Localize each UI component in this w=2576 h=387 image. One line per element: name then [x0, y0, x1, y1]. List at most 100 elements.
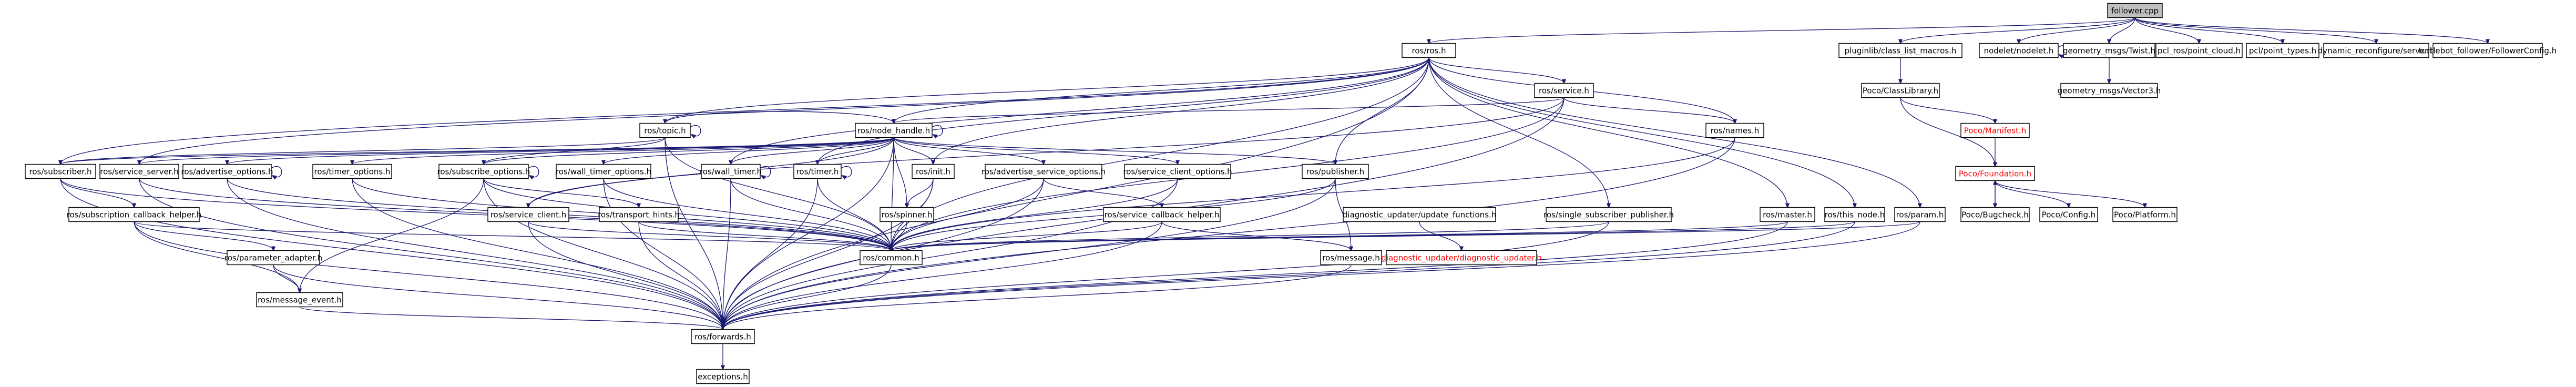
node-platform[interactable]: Poco/Platform.h [2112, 207, 2178, 222]
node-serviceclient[interactable]: ros/service_client.h [487, 207, 569, 222]
node-box[interactable] [1534, 83, 1594, 98]
node-diagupd[interactable]: diagnostic_updater/diagnostic_updater.h [1381, 250, 1542, 266]
node-box[interactable] [182, 164, 272, 179]
node-thisnode[interactable]: ros/this_node.h [1824, 207, 1885, 222]
node-manifest[interactable]: Poco/Manifest.h [1960, 123, 2030, 138]
node-box[interactable] [696, 369, 750, 384]
node-geotwist[interactable]: geometry_msgs/Twist.h [2063, 43, 2155, 58]
node-box[interactable] [312, 164, 392, 179]
node-box[interactable] [2155, 43, 2243, 58]
node-box[interactable] [985, 164, 1102, 179]
node-box[interactable] [1402, 43, 1456, 58]
node-master[interactable]: ros/master.h [1760, 207, 1815, 222]
node-subscriber[interactable]: ros/subscriber.h [25, 164, 96, 179]
node-service[interactable]: ros/service.h [1534, 83, 1594, 98]
node-box[interactable] [68, 207, 200, 222]
node-box[interactable] [1838, 43, 1962, 58]
node-pclros[interactable]: pcl_ros/point_cloud.h [2155, 43, 2243, 58]
node-exceptions[interactable]: exceptions.h [696, 369, 750, 384]
node-serviceserver[interactable]: ros/service_server.h [99, 164, 179, 179]
node-common[interactable]: ros/common.h [860, 250, 923, 266]
node-box[interactable] [256, 292, 343, 308]
node-forwards[interactable]: ros/forwards.h [691, 329, 755, 344]
node-advopts[interactable]: ros/advertise_options.h [181, 164, 273, 179]
node-box[interactable] [1103, 207, 1221, 222]
node-box[interactable] [2039, 207, 2098, 222]
node-nodelet[interactable]: nodelet/nodelet.h [1979, 43, 2059, 58]
node-message[interactable]: ros/message.h [1320, 250, 1382, 266]
node-walltimeropts[interactable]: ros/wall_timer_options.h [556, 164, 651, 179]
node-box[interactable] [1124, 164, 1231, 179]
node-box[interactable] [2060, 83, 2158, 98]
node-msgevent[interactable]: ros/message_event.h [256, 292, 343, 308]
node-box[interactable] [880, 207, 934, 222]
node-spinner[interactable]: ros/spinner.h [880, 207, 934, 222]
node-classlib[interactable]: Poco/ClassLibrary.h [1861, 83, 1940, 98]
node-box[interactable] [1386, 250, 1537, 266]
node-bugcheck[interactable]: Poco/Bugcheck.h [1960, 207, 2030, 222]
node-foundation[interactable]: Poco/Foundation.h [1955, 166, 2035, 181]
node-follower[interactable]: follower.cpp [2107, 3, 2163, 18]
node-vector3[interactable]: geometry_msgs/Vector3.h [2058, 83, 2161, 98]
node-timeropts[interactable]: ros/timer_options.h [312, 164, 392, 179]
node-box[interactable] [487, 207, 569, 222]
node-topic[interactable]: ros/topic.h [639, 123, 691, 138]
node-param[interactable]: ros/param.h [1894, 207, 1946, 222]
node-box[interactable] [2112, 207, 2178, 222]
node-box[interactable] [1343, 207, 1496, 222]
node-box[interactable] [855, 123, 933, 138]
node-box[interactable] [701, 164, 761, 179]
node-box[interactable] [793, 164, 842, 179]
node-ros[interactable]: ros/ros.h [1402, 43, 1456, 58]
node-box[interactable] [2246, 43, 2319, 58]
node-box[interactable] [556, 164, 651, 179]
node-box[interactable] [99, 164, 179, 179]
node-pococonfig[interactable]: Poco/Config.h [2039, 207, 2098, 222]
node-box[interactable] [1824, 207, 1885, 222]
node-box[interactable] [1960, 207, 2030, 222]
node-box[interactable] [1861, 83, 1940, 98]
node-dynreconf[interactable]: dynamic_reconfigure/server.h [2318, 43, 2435, 58]
node-box[interactable] [912, 164, 955, 179]
node-box[interactable] [1955, 166, 2035, 181]
node-subopts[interactable]: ros/subscribe_options.h [437, 164, 530, 179]
node-box[interactable] [1760, 207, 1815, 222]
node-box[interactable] [691, 329, 755, 344]
node-walltimer[interactable]: ros/wall_timer.h [700, 164, 762, 179]
node-label: ros/wall_timer.h [700, 167, 762, 177]
node-nodehandle[interactable]: ros/node_handle.h [855, 123, 933, 138]
node-srvcbhelper[interactable]: ros/service_callback_helper.h [1103, 207, 1221, 222]
node-singlesubpub[interactable]: ros/single_subscriber_publisher.h [1543, 207, 1674, 222]
node-box[interactable] [599, 207, 679, 222]
node-pluginlib[interactable]: pluginlib/class_list_macros.h [1838, 43, 1962, 58]
node-box[interactable] [2323, 43, 2429, 58]
node-turtlebot[interactable]: turtlebot_follower/FollowerConfig.h [2419, 43, 2557, 58]
node-box[interactable] [860, 250, 923, 266]
node-advsrvopts[interactable]: ros/advertise_service_options.h [982, 164, 1106, 179]
node-transporthints[interactable]: ros/transport_hints.h [598, 207, 680, 222]
node-paramadapter[interactable]: ros/parameter_adapter.h [224, 250, 322, 266]
node-box[interactable] [2063, 43, 2155, 58]
node-box[interactable] [639, 123, 691, 138]
node-box[interactable] [1705, 123, 1764, 138]
node-box[interactable] [1894, 207, 1946, 222]
node-diagupdfn[interactable]: diagnostic_updater/update_functions.h [1343, 207, 1497, 222]
node-box[interactable] [1979, 43, 2059, 58]
node-box[interactable] [227, 250, 320, 266]
node-box[interactable] [1960, 123, 2030, 138]
node-srvclientopts[interactable]: ros/service_client_options.h [1123, 164, 1232, 179]
node-box[interactable] [1320, 250, 1382, 266]
node-timer[interactable]: ros/timer.h [793, 164, 842, 179]
edge-nodehandle-to-common [891, 137, 894, 251]
node-box[interactable] [2107, 3, 2163, 18]
node-box[interactable] [1302, 164, 1369, 179]
node-init[interactable]: ros/init.h [912, 164, 955, 179]
node-pcltypes[interactable]: pcl/point_types.h [2246, 43, 2319, 58]
node-box[interactable] [25, 164, 96, 179]
node-box[interactable] [438, 164, 529, 179]
node-subcbhelper[interactable]: ros/subscription_callback_helper.h [67, 207, 202, 222]
node-names[interactable]: ros/names.h [1705, 123, 1764, 138]
node-box[interactable] [1546, 207, 1672, 222]
node-box[interactable] [2432, 43, 2543, 58]
node-publisher[interactable]: ros/publisher.h [1302, 164, 1369, 179]
